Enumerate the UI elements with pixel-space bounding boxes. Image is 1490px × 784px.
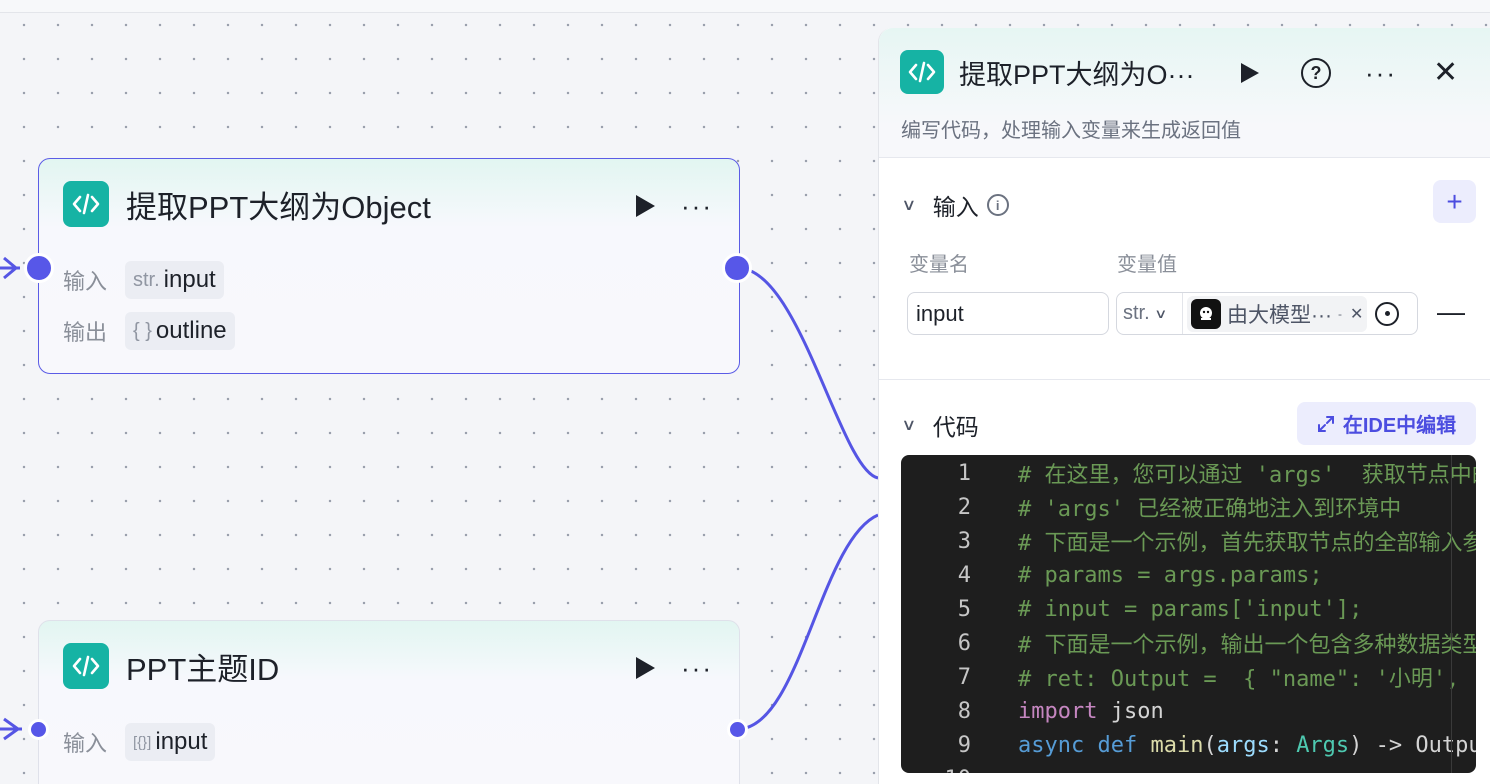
code-section-title: 代码 — [932, 414, 979, 440]
more-options-icon[interactable]: ··· — [681, 191, 713, 221]
reference-picker-icon[interactable] — [1375, 301, 1400, 326]
section-divider — [879, 379, 1490, 380]
chevron-down-icon: ∨ — [1153, 305, 1168, 321]
code-line: 3# 下面是一个示例，首先获取节点的全部输入参数 — [957, 528, 1476, 557]
code-node-extract-outline[interactable]: 提取PPT大纲为Object ··· 输入 str. input 输出 { } … — [38, 158, 740, 374]
code-editor[interactable]: 1# 在这里，您可以通过 'args' 获取节点中的输入变量 2# 'args'… — [901, 455, 1476, 773]
output-variable-chip: { } outline — [125, 312, 235, 350]
node-input-row: 输入 [{}] input — [63, 723, 216, 761]
more-options-icon[interactable]: ··· — [681, 653, 713, 683]
panel-description: 编写代码，处理输入变量来生成返回值 — [901, 120, 1241, 142]
chevron-down-icon[interactable]: ∨ — [901, 197, 917, 214]
array-object-type-icon: [{}] — [133, 733, 152, 751]
clear-reference-icon[interactable]: ✕ — [1349, 305, 1364, 323]
edge-node2-to-panel — [737, 513, 879, 731]
code-line: 4# params = args.params; — [957, 562, 1323, 588]
panel-title[interactable]: 提取PPT大纲为O··· — [959, 59, 1195, 90]
input-section-title: 输入 — [932, 194, 979, 220]
node-input-row: 输入 str. input — [63, 261, 224, 299]
code-icon — [900, 50, 944, 94]
edge-node1-to-panel — [737, 266, 879, 480]
variable-type-label: str. — [1123, 302, 1150, 324]
variable-reference-label: 由大模型··· — [1227, 303, 1332, 327]
remove-input-button[interactable]: — — [1437, 296, 1465, 327]
chevron-down-icon[interactable]: ∨ — [901, 417, 917, 434]
column-header-var-value: 变量值 — [1117, 254, 1177, 276]
input-label: 输入 — [63, 269, 108, 294]
edit-in-ide-button[interactable]: 在IDE中编辑 — [1297, 402, 1476, 445]
string-type-icon: str. — [133, 268, 160, 291]
node-output-row: 输出 { } outline — [63, 312, 235, 350]
help-icon[interactable]: ? — [1301, 58, 1331, 88]
node-header: PPT主题ID — [63, 643, 279, 689]
variable-reference-chip[interactable]: 由大模型··· - ✕ — [1187, 295, 1368, 332]
close-icon[interactable]: ✕ — [1432, 56, 1459, 89]
node2-output-port[interactable] — [727, 719, 748, 740]
output-label: 输出 — [63, 320, 108, 345]
input-variable-name: input — [155, 728, 208, 755]
input-section-header[interactable]: ∨ 输入 i — [901, 188, 1009, 222]
code-section-header[interactable]: ∨ 代码 — [901, 408, 979, 442]
run-node-icon[interactable] — [636, 657, 656, 679]
test-run-icon[interactable] — [1241, 63, 1259, 83]
node-header: 提取PPT大纲为Object — [63, 181, 431, 227]
add-input-button[interactable]: + — [1433, 180, 1476, 223]
code-line: 7# ret: Output = { "name": '小明', "hobbie… — [957, 664, 1476, 693]
panel-header: 提取PPT大纲为O··· ? ··· ✕ 编写代码，处理输入变量来生成返回值 — [879, 28, 1490, 158]
input-variable-name: input — [163, 266, 216, 293]
info-icon[interactable]: i — [986, 194, 1009, 216]
output-variable-name: outline — [155, 317, 227, 344]
object-type-icon: { } — [133, 319, 152, 342]
run-node-icon[interactable] — [636, 195, 656, 217]
node1-output-port[interactable] — [722, 253, 752, 283]
input-variable-chip: [{}] input — [125, 723, 216, 761]
top-toolbar-strip — [0, 0, 1490, 13]
code-line: 2# 'args' 已经被正确地注入到环境中 — [957, 494, 1402, 523]
code-line-partial: 10 — [901, 762, 972, 774]
edit-in-ide-label: 在IDE中编辑 — [1342, 415, 1457, 437]
node1-input-port[interactable] — [24, 253, 54, 283]
arrow-incoming-1 — [3, 256, 19, 280]
code-line: 6# 下面是一个示例，输出一个包含多种数据类型的 — [957, 630, 1476, 659]
input-variable-chip: str. input — [125, 261, 224, 299]
variable-value-field[interactable]: str. ∨ 由大模型··· - ✕ — [1116, 292, 1418, 335]
code-icon — [63, 181, 109, 227]
variable-name-input[interactable]: input — [907, 292, 1109, 335]
node2-input-port[interactable] — [28, 719, 49, 740]
node-title: 提取PPT大纲为Object — [126, 189, 431, 225]
code-line: 1# 在这里，您可以通过 'args' 获取节点中的输入变量 — [957, 460, 1476, 489]
reference-separator: - — [1337, 306, 1342, 321]
editor-scrollbar[interactable] — [1451, 455, 1473, 773]
input-label: 输入 — [63, 731, 108, 756]
code-icon — [63, 643, 109, 689]
variable-type-select[interactable]: str. ∨ — [1117, 293, 1183, 334]
node-config-panel: 提取PPT大纲为O··· ? ··· ✕ 编写代码，处理输入变量来生成返回值 ∨… — [878, 28, 1490, 784]
code-node-ppt-theme-id[interactable]: PPT主题ID ··· 输入 [{}] input — [38, 620, 740, 784]
more-options-icon[interactable]: ··· — [1365, 58, 1397, 88]
code-line: 5# input = params['input']; — [957, 596, 1363, 622]
column-header-var-name: 变量名 — [909, 254, 969, 276]
llm-node-icon — [1191, 298, 1221, 329]
expand-icon — [1317, 415, 1334, 432]
node-title: PPT主题ID — [126, 651, 280, 687]
arrow-incoming-2 — [3, 717, 21, 741]
